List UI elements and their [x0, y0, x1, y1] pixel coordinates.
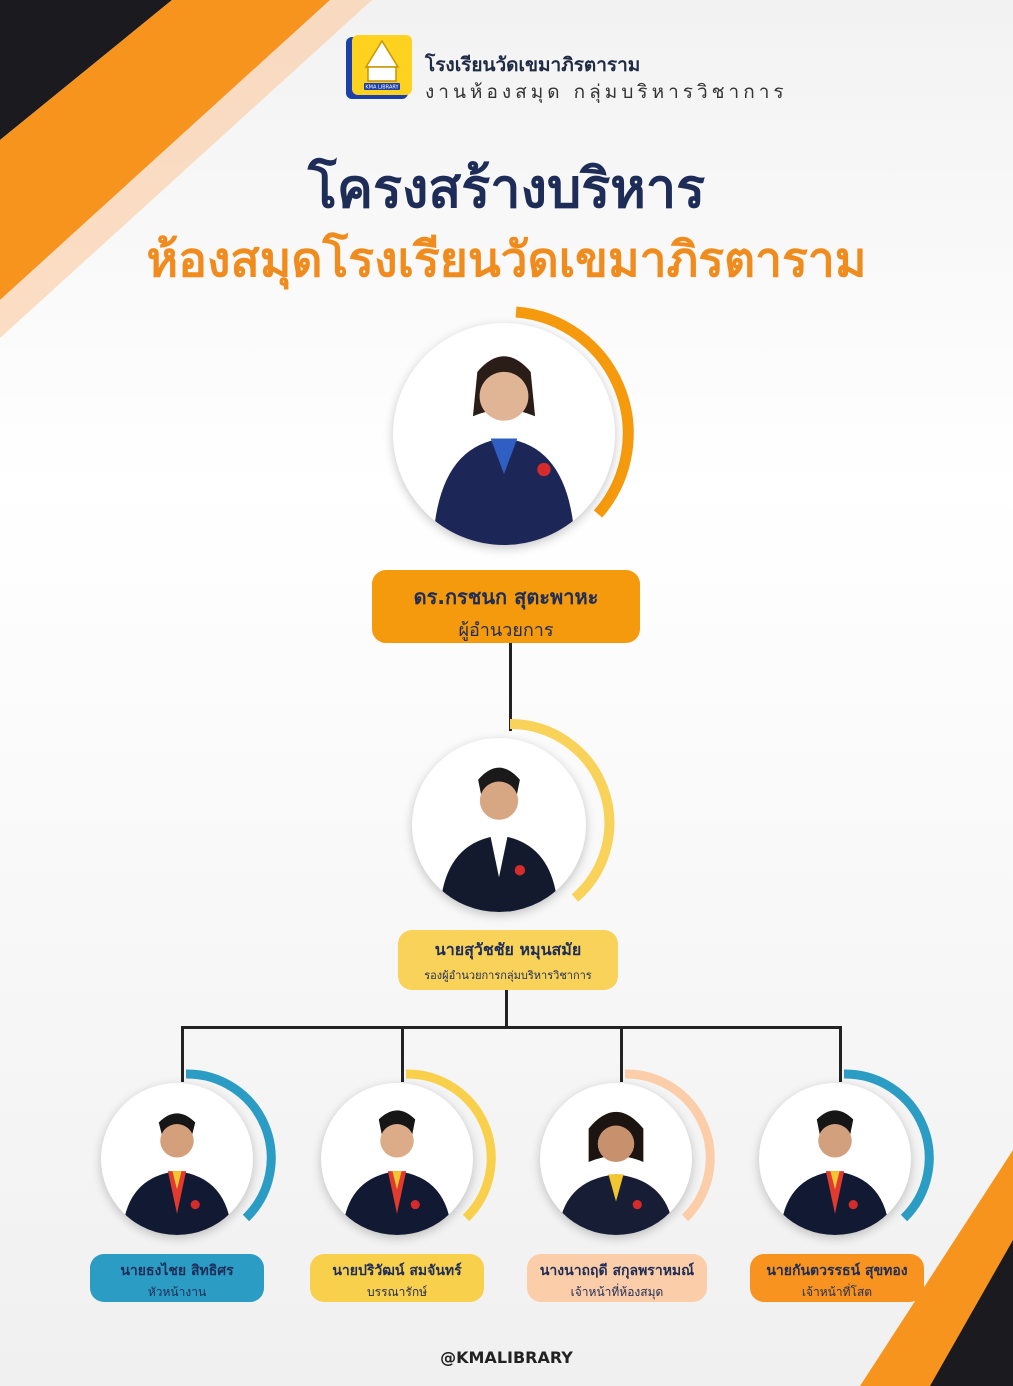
school-name: โรงเรียนวัดเขมาภิรตาราม — [425, 54, 641, 76]
staff-4-arc — [843, 1069, 934, 1222]
school-logo: KMA LIBRARY — [342, 33, 416, 105]
staff-2-plate: นายปริวัฒน์ สมจันทร์ บรรณารักษ์ — [310, 1254, 484, 1302]
connector-deputy-staff — [505, 988, 508, 1028]
staff-1-photo — [101, 1083, 253, 1235]
staff-4-photo — [759, 1083, 911, 1235]
connector-staff-4 — [839, 1026, 842, 1082]
footer-handle[interactable]: @KMALIBRARY — [440, 1348, 573, 1367]
director-plate: ดร.กรชนก สุตะพาหะ ผู้อำนวยการ — [372, 570, 640, 643]
staff-1-role: หัวหน้างาน — [147, 1285, 207, 1299]
deputy-name: นายสุวัชชัย หมุนสมัย — [434, 940, 582, 959]
director-arc — [515, 306, 634, 518]
logo-text: KMA LIBRARY — [365, 85, 399, 91]
staff-3-role: เจ้าหน้าที่ห้องสมุด — [570, 1285, 664, 1299]
staff-3-arc — [624, 1069, 715, 1222]
staff-2-arc — [405, 1069, 496, 1222]
connector-staff-1 — [181, 1026, 184, 1082]
deputy-arc — [509, 718, 615, 902]
director-photo — [393, 323, 615, 545]
connector-staff-3 — [620, 1026, 623, 1082]
staff-1-arc — [185, 1069, 276, 1222]
staff-1-name: นายธงไชย สิทธิศร — [120, 1263, 234, 1279]
deputy-role: รองผู้อำนวยการกลุ่มบริหารวิชาการ — [424, 969, 592, 982]
staff-3-photo — [540, 1083, 692, 1235]
deputy-plate: นายสุวัชชัย หมุนสมัย รองผู้อำนวยการกลุ่ม… — [398, 930, 618, 990]
staff-2-name: นายปริวัฒน์ สมจันทร์ — [332, 1263, 462, 1279]
staff-4-plate: นายกันตวรรธน์ สุขทอง เจ้าหน้าที่โสต — [750, 1254, 924, 1302]
department-name: งานห้องสมุด กลุ่มบริหารวิชาการ — [425, 81, 788, 103]
page-subtitle: ห้องสมุดโรงเรียนวัดเขมาภิรตาราม — [146, 232, 867, 288]
staff-4-role: เจ้าหน้าที่โสต — [801, 1285, 873, 1299]
staff-3-name: นางนาถฤดี สกุลพราหมณ์ — [539, 1263, 695, 1279]
page-title: โครงสร้างบริหาร — [307, 157, 706, 220]
deputy-photo — [412, 738, 586, 912]
connector-staff-2 — [401, 1026, 404, 1082]
staff-2-role: บรรณารักษ์ — [367, 1285, 427, 1299]
connector-staff-bar — [181, 1026, 842, 1029]
staff-2-photo — [321, 1083, 473, 1235]
connector-director-deputy — [509, 643, 512, 731]
staff-4-name: นายกันตวรรธน์ สุขทอง — [766, 1263, 908, 1279]
director-name: ดร.กรชนก สุตะพาหะ — [413, 585, 599, 609]
staff-3-plate: นางนาถฤดี สกุลพราหมณ์ เจ้าหน้าที่ห้องสมุ… — [527, 1254, 707, 1302]
staff-1-plate: นายธงไชย สิทธิศร หัวหน้างาน — [90, 1254, 264, 1302]
director-role: ผู้อำนวยการ — [458, 620, 554, 641]
